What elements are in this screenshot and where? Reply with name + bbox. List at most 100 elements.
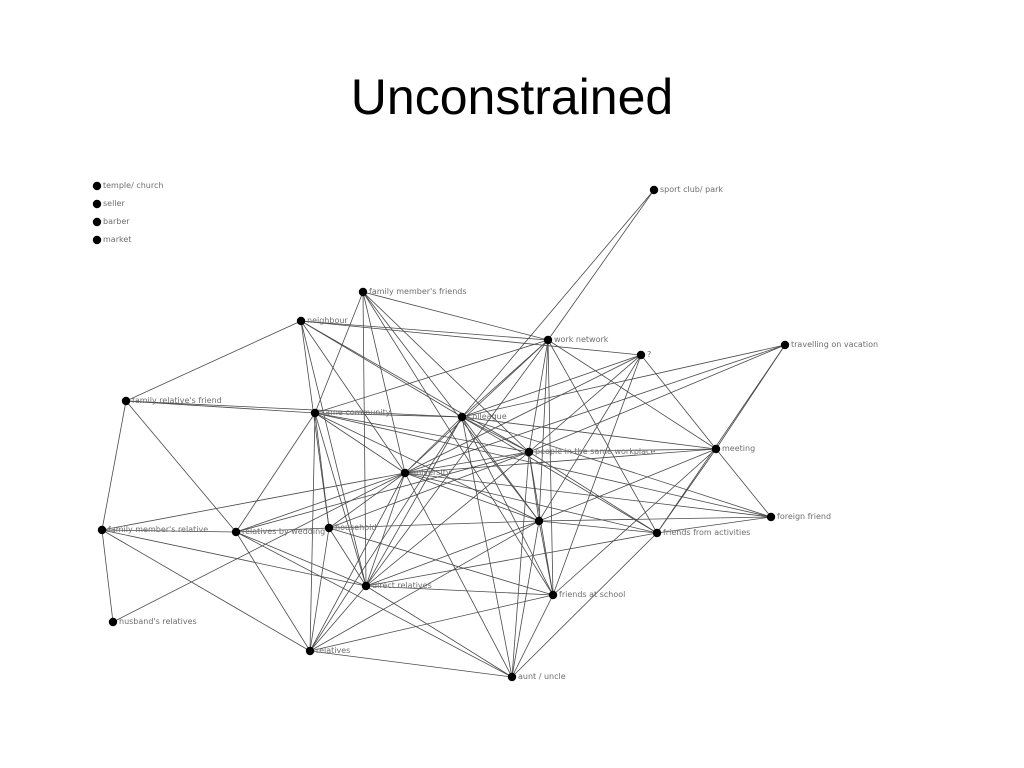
edge-university-household xyxy=(328,472,406,529)
edge-activities-direct xyxy=(365,532,658,587)
edge-fmf-university xyxy=(362,291,406,474)
edge-university-aunt xyxy=(404,472,513,678)
edge-university-wedding xyxy=(235,472,406,533)
node-dot xyxy=(231,527,241,537)
edge-fmr-husband xyxy=(101,529,114,623)
edge-fmf-school xyxy=(362,291,554,596)
node-university: university xyxy=(400,468,451,478)
edge-neighbour-q xyxy=(300,320,642,356)
node-dot xyxy=(92,217,102,227)
node-dot xyxy=(524,447,534,457)
edge-q-meeting xyxy=(640,354,717,450)
node-label: family member's relative xyxy=(108,525,208,534)
node-dot xyxy=(548,590,558,600)
node-label: seller xyxy=(103,199,125,208)
node-dot xyxy=(310,408,320,418)
node-label: colleague xyxy=(468,412,507,421)
node-label: sport club/ park xyxy=(660,185,723,194)
node-label: friends at school xyxy=(559,590,625,599)
node-label: friends from activities xyxy=(663,528,750,537)
edge-university-direct xyxy=(365,472,406,587)
node-neighbour: neighbour xyxy=(296,316,348,326)
node-unlabeled xyxy=(534,516,544,526)
node-label: barber xyxy=(103,217,130,226)
node-label: same community xyxy=(321,408,391,417)
node-dot xyxy=(97,525,107,535)
edge-work-activities xyxy=(547,339,658,534)
edge-neighbour-work xyxy=(300,320,549,341)
edge-colleague-university xyxy=(404,416,463,474)
edge-colleague-activities xyxy=(461,416,658,534)
edge-wedding-aunt xyxy=(235,531,513,678)
edge-sport-work xyxy=(547,189,655,341)
node-work: work network xyxy=(543,335,609,345)
node-label: foreign friend xyxy=(777,512,831,521)
edge-frf-wedding xyxy=(125,400,237,533)
edge-school-aunt xyxy=(511,594,554,678)
edge-work-meeting xyxy=(547,339,717,450)
node-dot xyxy=(296,316,306,326)
edge-unlabeled-school xyxy=(538,520,554,596)
edge-colleague-relatives xyxy=(309,416,463,652)
node-sport: sport club/ park xyxy=(649,185,723,195)
node-household: household xyxy=(324,523,376,533)
node-dot xyxy=(108,617,118,627)
edge-foreign-unlabeled xyxy=(538,516,772,522)
node-label: relatives by wedding xyxy=(242,527,325,536)
edge-fmf-samecomm xyxy=(314,291,364,414)
node-aunt: aunt / uncle xyxy=(507,672,566,682)
edge-unlabeled-activities xyxy=(538,520,658,534)
edge-household-school xyxy=(328,527,554,596)
edge-university-activities xyxy=(404,472,658,534)
edge-samecomm-relatives xyxy=(309,412,316,652)
edge-samecomm-wedding xyxy=(235,412,316,533)
node-frf: family relative's friend xyxy=(121,396,222,406)
node-label: husband's relatives xyxy=(119,617,197,626)
edge-meeting-school xyxy=(552,448,717,596)
node-label: meeting xyxy=(722,444,755,453)
edge-work-university xyxy=(404,339,549,474)
node-label: work network xyxy=(554,335,609,344)
edge-samework-direct xyxy=(365,451,530,587)
node-dot xyxy=(780,340,790,350)
edge-work-school xyxy=(547,339,554,596)
edge-university-foreign xyxy=(404,472,772,518)
node-vacation: travelling on vacation xyxy=(780,340,878,350)
edge-wedding-household xyxy=(235,527,330,533)
node-activities: friends from activities xyxy=(652,528,750,538)
edge-samework-university xyxy=(404,451,530,474)
edge-wedding-relatives xyxy=(235,531,311,652)
edge-direct-school xyxy=(365,585,554,596)
node-dot xyxy=(92,199,102,209)
edge-work-samework xyxy=(528,339,549,453)
node-direct: direct relatives xyxy=(361,581,432,591)
edge-samecomm-colleague xyxy=(314,412,463,418)
edge-foreign-activities xyxy=(656,516,772,534)
edge-vacation-colleague xyxy=(461,344,786,418)
node-label: temple/ church xyxy=(103,181,163,190)
node-dot xyxy=(361,581,371,591)
node-label: household xyxy=(335,523,376,532)
edge-household-relatives xyxy=(309,527,330,652)
node-dot xyxy=(121,396,131,406)
node-dot xyxy=(92,181,102,191)
node-dot xyxy=(92,235,102,245)
edge-meeting-activities xyxy=(656,448,717,534)
edge-q-samework xyxy=(528,354,642,453)
edge-samework-wedding xyxy=(235,451,530,533)
node-dot xyxy=(652,528,662,538)
node-samecomm: same community xyxy=(310,408,391,418)
node-dot xyxy=(507,672,517,682)
edge-meeting-university xyxy=(404,448,717,474)
node-label: family member's friends xyxy=(369,287,467,296)
edge-meeting-foreign xyxy=(715,448,772,518)
edge-fmr-wedding xyxy=(101,529,237,533)
node-temple: temple/ church xyxy=(92,181,163,191)
edge-colleague-direct xyxy=(365,416,463,587)
edge-samecomm-university xyxy=(314,412,406,474)
node-market: market xyxy=(92,235,131,245)
edge-household-direct xyxy=(328,527,367,587)
edge-layer xyxy=(101,189,786,678)
